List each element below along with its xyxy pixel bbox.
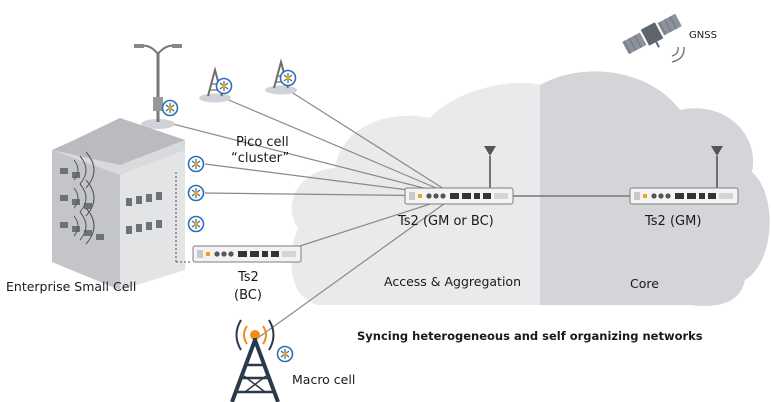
satellite-icon — [622, 13, 682, 55]
ts2-gm-or-bc-device — [404, 187, 514, 205]
sync-badge-icon — [215, 77, 233, 95]
tagline: Syncing heterogeneous and self organizin… — [357, 329, 703, 343]
ts2-gm-device — [629, 187, 739, 205]
gnss-label: GNSS — [689, 30, 717, 41]
antenna-icon — [711, 146, 723, 188]
antenna-icon — [484, 146, 496, 188]
link-streetlight-pico — [164, 121, 456, 197]
access-aggregation-label: Access & Aggregation — [384, 274, 521, 289]
macro-tower-icon — [230, 319, 280, 402]
building-icon — [52, 118, 185, 290]
sync-badge-icon — [279, 69, 297, 87]
network-links — [164, 87, 632, 341]
link-macro — [254, 195, 456, 341]
sync-badge-icon — [276, 345, 294, 363]
macro-cell-label: Macro cell — [292, 372, 355, 387]
pico-cluster-label: “cluster” — [231, 151, 289, 166]
link-pico-1 — [223, 97, 456, 197]
ts2-gm-or-bc-label: Ts2 (GM or BC) — [397, 214, 494, 229]
ts2-gm-label: Ts2 (GM) — [644, 214, 701, 229]
sync-badge-icon — [187, 184, 205, 202]
ts2-bc-device — [192, 245, 302, 263]
ts2-bc-role-label: (BC) — [234, 288, 262, 303]
link-pico-2 — [284, 87, 456, 197]
enterprise-small-cell-label: Enterprise Small Cell — [6, 279, 136, 294]
sync-badge-icon — [187, 215, 205, 233]
pico-cell-label: Pico cell — [236, 135, 289, 150]
streetlight-pico-icon — [134, 44, 182, 129]
ts2-bc-label: Ts2 — [237, 270, 259, 285]
sync-badge-icon — [187, 155, 205, 173]
sync-badge-icon — [161, 99, 179, 117]
core-label: Core — [630, 276, 659, 291]
gnss-signal-icon — [671, 46, 685, 63]
